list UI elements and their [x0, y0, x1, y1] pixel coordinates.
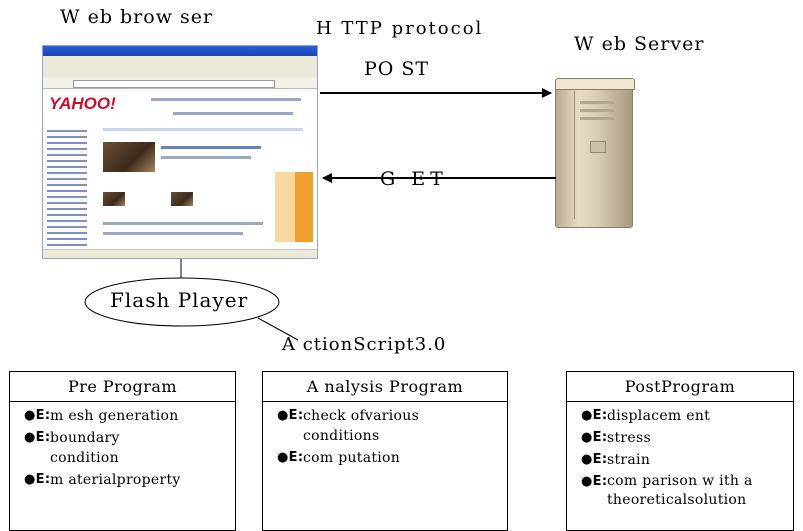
page-line: [47, 126, 87, 246]
analysis-program-box: A nalysis Program ●E:check ofvarious con…: [262, 371, 508, 531]
item-text: boundary condition: [50, 430, 120, 466]
browser-title-bar: [43, 46, 317, 56]
bullet-icon: ●E:: [24, 430, 51, 445]
actionscript-label: A ctionScript3.0: [282, 334, 447, 355]
flash-player-label: Flash Player: [110, 288, 249, 312]
news-photo: [103, 192, 125, 206]
list-item: ●E:boundary condition: [24, 428, 235, 468]
item-list: ●E:check ofvarious conditions ●E:com put…: [263, 402, 507, 468]
web-browser-screenshot: YAHOO!: [42, 45, 318, 259]
box-title: A nalysis Program: [263, 372, 507, 402]
item-text: displacem ent: [607, 408, 711, 424]
web-browser-label: W eb brow ser: [60, 6, 214, 28]
item-text: com putation: [303, 450, 401, 466]
list-item: ●E:strain: [581, 450, 793, 470]
bullet-icon: ●E:: [581, 408, 608, 423]
page-line: [103, 232, 243, 235]
post-label: PO ST: [364, 58, 430, 80]
item-list: ●E:displacem ent ●E:stress ●E:strain ●E:…: [567, 402, 793, 510]
bullet-icon: ●E:: [581, 430, 608, 445]
pre-program-box: Pre Program ●E:m esh generation ●E:bound…: [9, 371, 236, 531]
list-item: ●E:check ofvarious conditions: [277, 406, 507, 446]
page-line: [161, 156, 251, 159]
yahoo-logo: YAHOO!: [49, 94, 116, 113]
item-text: strain: [607, 452, 651, 468]
actionscript-connector: [257, 317, 299, 341]
http-protocol-label: H TTP protocol: [316, 18, 484, 39]
page-line: [151, 98, 301, 101]
list-item: ●E:displacem ent: [581, 406, 793, 426]
bullet-icon: ●E:: [24, 472, 51, 487]
bullet-icon: ●E:: [581, 474, 608, 489]
news-photo: [171, 192, 193, 206]
bullet-icon: ●E:: [581, 452, 608, 467]
list-item: ●E:stress: [581, 428, 793, 448]
list-item: ●E:m esh generation: [24, 406, 235, 426]
post-program-box: PostProgram ●E:displacem ent ●E:stress ●…: [566, 371, 794, 531]
item-text: check ofvarious conditions: [303, 408, 420, 444]
bullet-icon: ●E:: [24, 408, 51, 423]
list-item: ●E:m aterialproperty: [24, 470, 235, 490]
box-title: Pre Program: [10, 372, 235, 402]
item-text: m aterialproperty: [50, 472, 181, 488]
page-line: [161, 146, 261, 149]
list-item: ●E:com parison w ith a theoreticalsoluti…: [581, 472, 793, 510]
box-title: PostProgram: [567, 372, 793, 402]
page-line: [103, 222, 263, 225]
news-photo: [103, 142, 155, 172]
item-text: stress: [607, 430, 651, 446]
sidebar-panel: [275, 172, 297, 242]
bullet-icon: ●E:: [277, 450, 304, 465]
web-server-label: W eb Server: [574, 33, 705, 55]
flash-player-ellipse: [84, 277, 280, 327]
browser-status-bar: [43, 249, 317, 258]
sidebar-panel: [295, 172, 313, 242]
bullet-icon: ●E:: [277, 408, 304, 423]
item-text: m esh generation: [50, 408, 179, 424]
web-server-image: [555, 78, 635, 228]
browser-address-bar: [43, 78, 317, 89]
page-line: [103, 128, 303, 131]
item-list: ●E:m esh generation ●E:boundary conditio…: [10, 402, 235, 490]
page-line: [173, 112, 293, 115]
item-text: com parison w ith a theoreticalsolution: [607, 473, 753, 508]
list-item: ●E:com putation: [277, 448, 507, 468]
